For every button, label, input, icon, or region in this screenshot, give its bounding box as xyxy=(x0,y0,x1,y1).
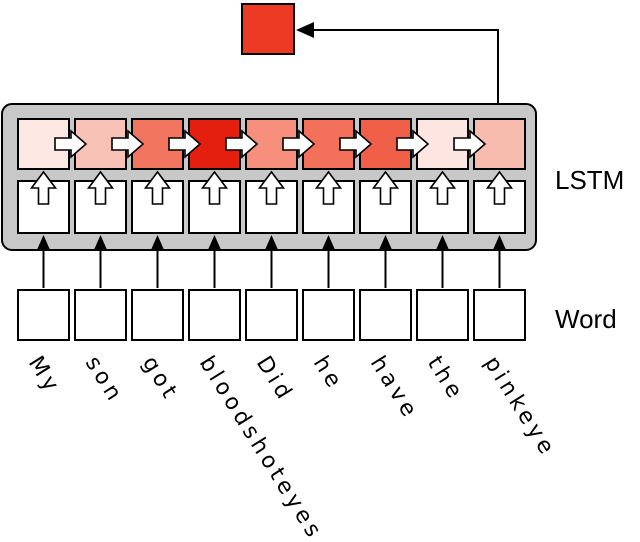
word-box xyxy=(302,289,355,341)
white-up-arrow-icon xyxy=(86,170,115,205)
word-token: My xyxy=(23,352,65,399)
output-box xyxy=(241,3,295,55)
word-token: got xyxy=(137,352,184,406)
word-box xyxy=(17,289,70,341)
white-right-arrow-icon xyxy=(111,129,145,159)
input-arrowhead xyxy=(492,235,507,251)
word-token: Did xyxy=(251,352,298,407)
word-token: have xyxy=(365,352,423,425)
white-up-arrow-icon xyxy=(371,170,400,205)
word-token: son xyxy=(80,352,128,408)
white-up-arrow-icon xyxy=(200,170,229,205)
input-arrowhead xyxy=(435,235,450,251)
white-up-arrow-icon xyxy=(143,170,172,205)
white-right-arrow-icon xyxy=(282,129,316,159)
output-arrow xyxy=(304,29,499,118)
input-arrowhead xyxy=(93,235,108,251)
output-arrowhead xyxy=(296,22,314,38)
word-token: pinkeye xyxy=(479,352,561,462)
white-up-arrow-icon xyxy=(257,170,286,205)
input-arrowhead xyxy=(36,235,51,251)
word-box xyxy=(74,289,127,341)
word-box xyxy=(416,289,469,341)
white-up-arrow-icon xyxy=(428,170,457,205)
input-arrowhead xyxy=(264,235,279,251)
white-right-arrow-icon xyxy=(225,129,259,159)
word-token: he xyxy=(308,352,348,395)
arrows-layer xyxy=(29,129,514,288)
white-up-arrow-icon xyxy=(485,170,514,205)
input-arrowhead xyxy=(150,235,165,251)
word-box xyxy=(473,289,526,341)
word-box xyxy=(245,289,298,341)
white-up-arrow-icon xyxy=(29,170,58,205)
white-right-arrow-icon xyxy=(54,129,88,159)
word-box xyxy=(131,289,184,341)
white-right-arrow-icon xyxy=(396,129,430,159)
cells-layer xyxy=(17,118,526,341)
white-right-arrow-icon xyxy=(339,129,373,159)
word-box xyxy=(188,289,241,341)
lstm-label: LSTM xyxy=(555,165,624,195)
word-box xyxy=(359,289,412,341)
white-right-arrow-icon xyxy=(453,129,487,159)
word-token: the xyxy=(422,352,469,406)
input-arrowhead xyxy=(207,235,222,251)
white-up-arrow-icon xyxy=(314,170,343,205)
input-arrowhead xyxy=(321,235,336,251)
word-label: Word xyxy=(555,304,617,334)
input-arrowhead xyxy=(378,235,393,251)
white-right-arrow-icon xyxy=(168,129,202,159)
